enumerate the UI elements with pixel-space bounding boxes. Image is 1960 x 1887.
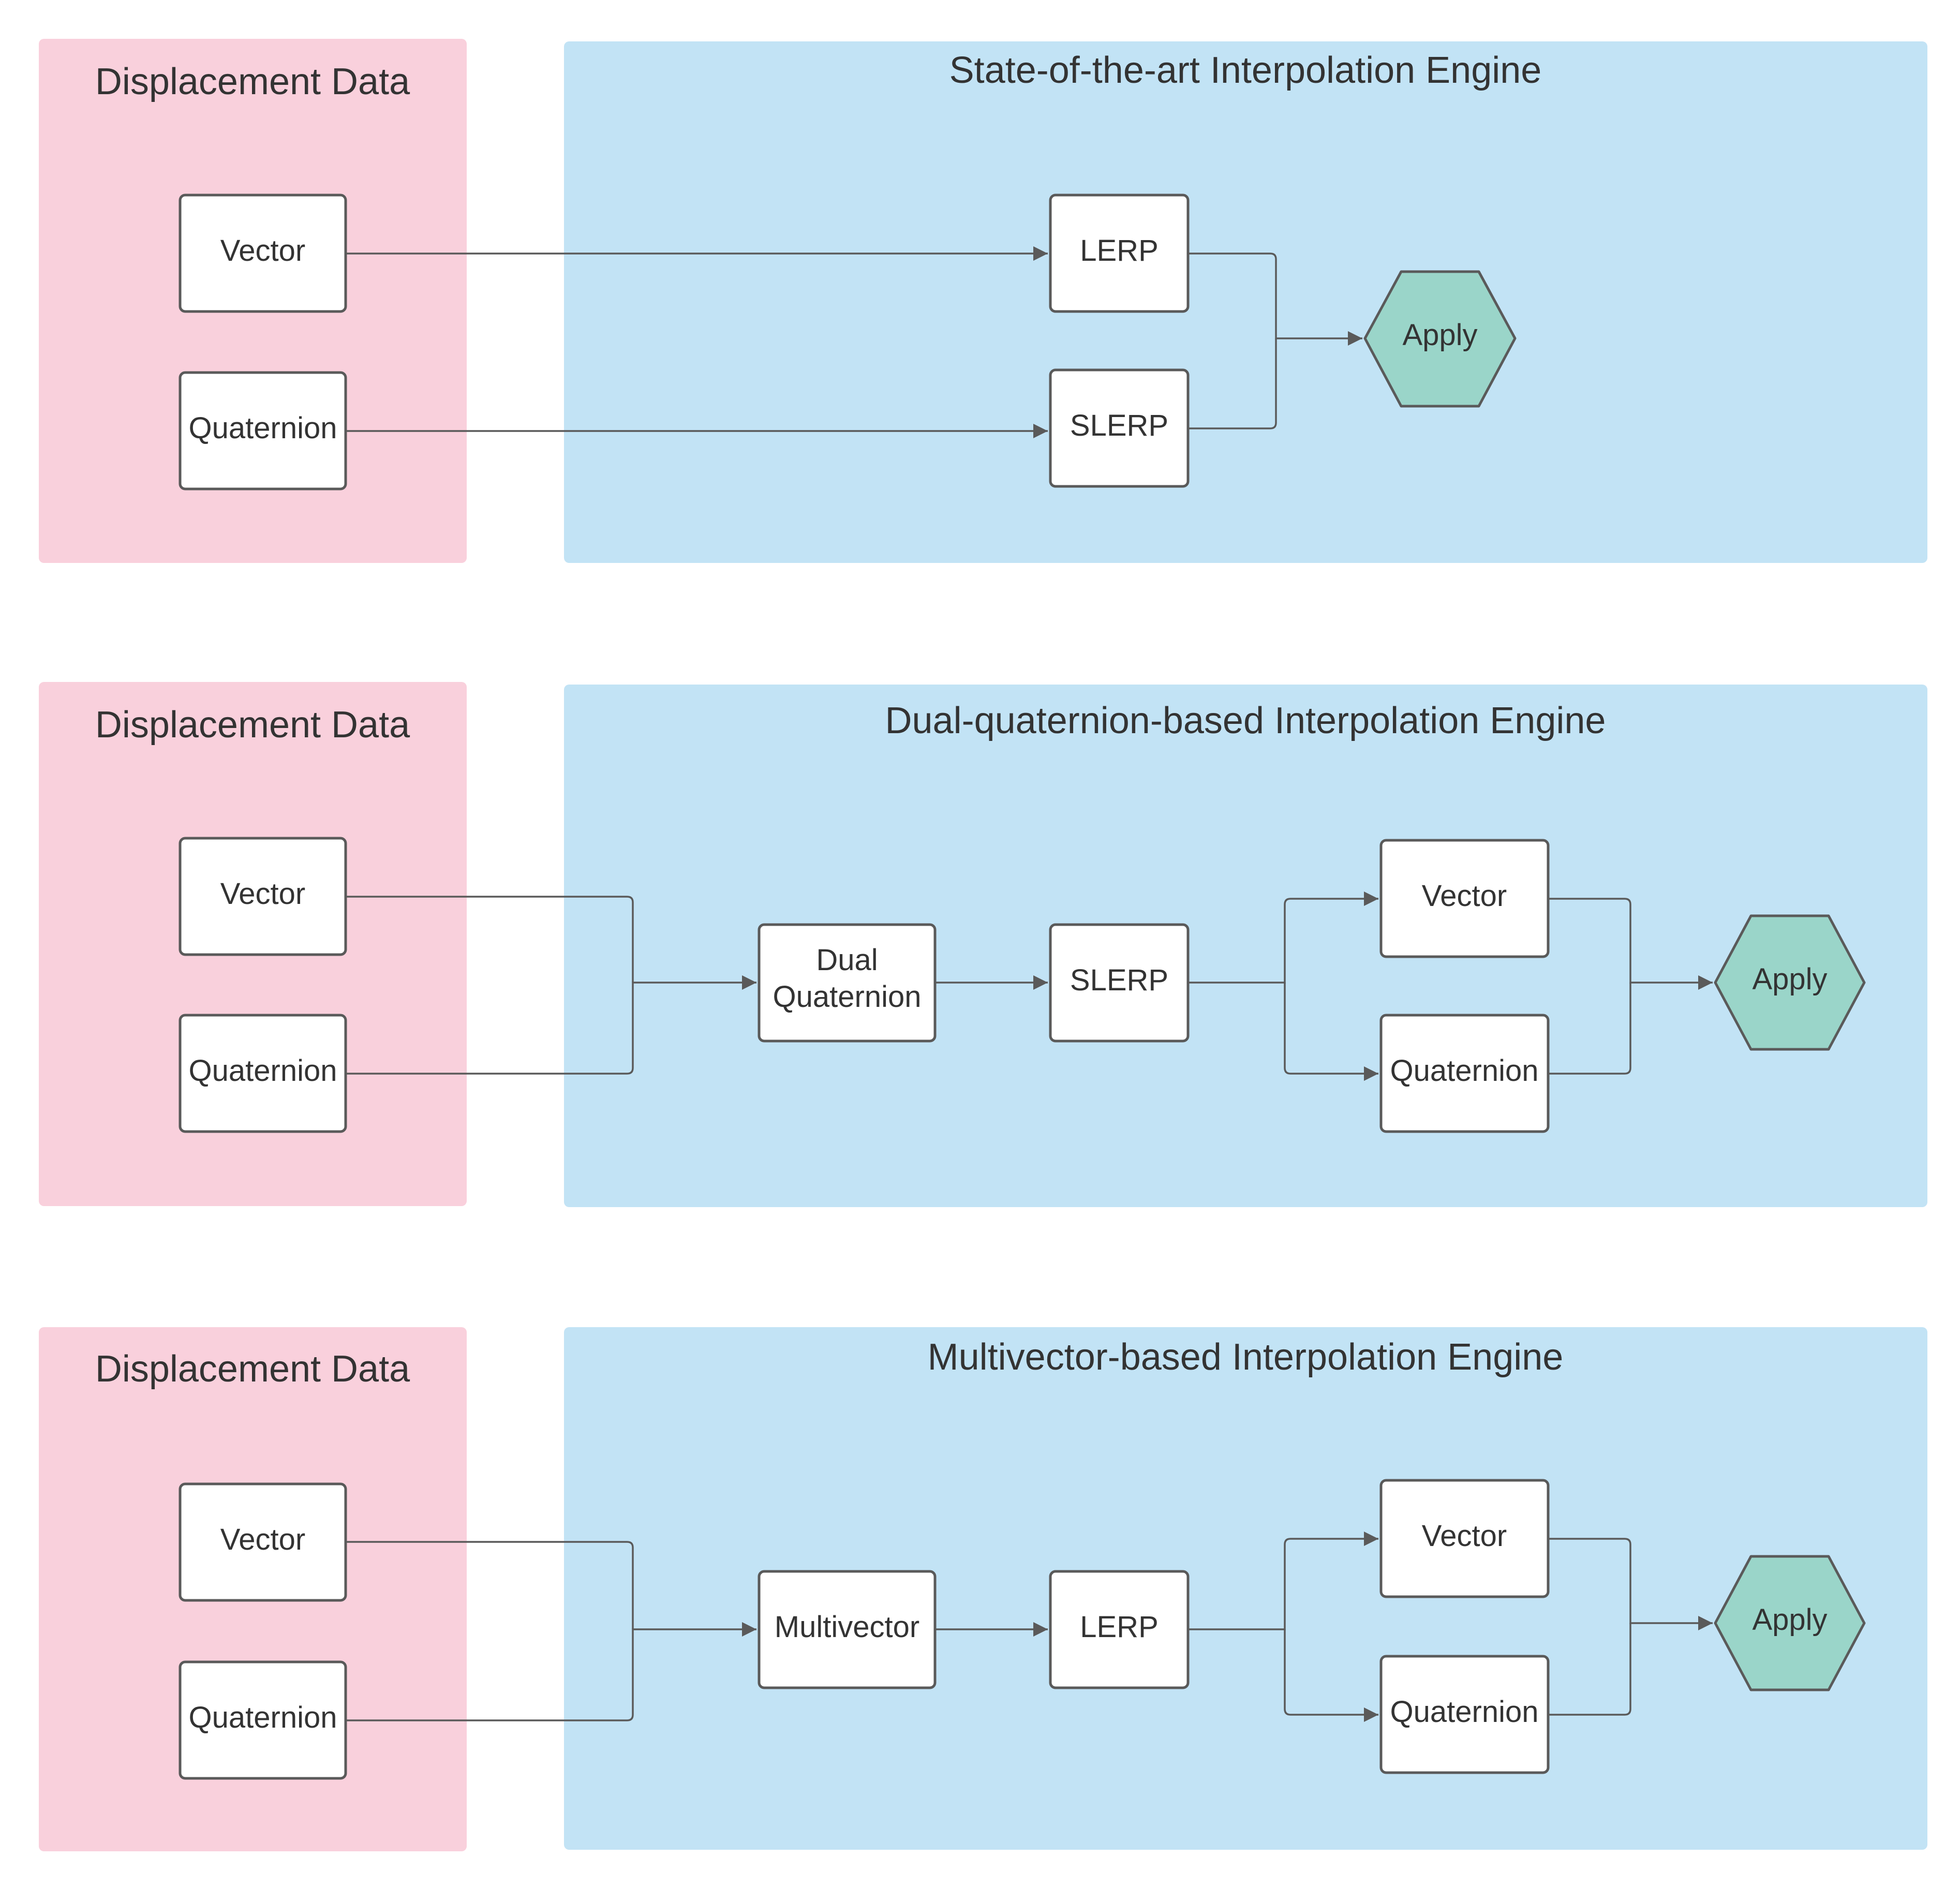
output-quaternion-node: Quaternion	[1379, 1655, 1550, 1774]
lerp-node: LERP	[1049, 1570, 1190, 1689]
apply-node: Apply	[1714, 1555, 1866, 1691]
lerp-node-label: LERP	[1080, 1610, 1159, 1644]
engine-panel	[564, 685, 1927, 1207]
quaternion-node-label: Quaternion	[189, 1054, 337, 1088]
engine-panel	[564, 41, 1927, 563]
engine-title: State-of-the-art Interpolation Engine	[949, 50, 1542, 91]
edge-lerp-to-vector	[1188, 1532, 1378, 1630]
edge-quaternion-to-apply	[1548, 1623, 1631, 1716]
edge-quaternion-to-apply	[1548, 983, 1631, 1075]
vector-node: Vector	[179, 194, 347, 313]
output-vector-node-label: Vector	[1422, 1519, 1507, 1553]
vector-node-label: Vector	[220, 877, 305, 911]
quaternion-node-label: Quaternion	[189, 411, 337, 445]
engine-title: Multivector-based Interpolation Engine	[928, 1336, 1564, 1378]
displacement-data-title: Displacement Data	[95, 704, 410, 746]
edge-slerp-to-vector	[1188, 892, 1378, 984]
quaternion-node-label: Quaternion	[189, 1701, 337, 1734]
output-vector-node: Vector	[1379, 839, 1550, 958]
quaternion-node: Quaternion	[179, 1660, 347, 1780]
displacement-data-title: Displacement Data	[95, 61, 410, 102]
apply-node: Apply	[1363, 270, 1517, 408]
engine-title: Dual-quaternion-based Interpolation Engi…	[885, 700, 1606, 741]
edge-slerp-to-apply	[1188, 338, 1277, 429]
multivector-node-label: Multivector	[775, 1610, 919, 1644]
edge-lerp-to-quaternion	[1284, 1629, 1378, 1722]
vector-node: Vector	[179, 1482, 347, 1602]
dual-quaternion-node: Dual Quaternion	[758, 923, 937, 1043]
edge-vector-to-merge	[346, 1541, 634, 1629]
displacement-data-title: Displacement Data	[95, 1348, 410, 1390]
edge-slerp-to-quaternion	[1284, 983, 1378, 1081]
edge-quaternion-to-merge	[346, 1622, 756, 1721]
apply-node-label: Apply	[1752, 962, 1827, 996]
output-quaternion-node: Quaternion	[1379, 1014, 1550, 1133]
apply-node-label: Apply	[1752, 1603, 1827, 1637]
output-quaternion-node-label: Quaternion	[1390, 1054, 1539, 1088]
engine-panel	[564, 1327, 1927, 1850]
slerp-node-label: SLERP	[1070, 409, 1168, 442]
output-vector-node: Vector	[1379, 1479, 1550, 1598]
slerp-node-label: SLERP	[1070, 963, 1168, 997]
row-dual-quaternion: Displacement Data Dual-quaternion-based …	[39, 682, 1927, 1207]
edge-lerp-to-apply	[1188, 252, 1362, 346]
quaternion-node: Quaternion	[179, 371, 347, 491]
vector-node-label: Vector	[220, 234, 305, 268]
edge-vector-to-merge	[346, 896, 634, 983]
edge-vector-to-apply	[1548, 898, 1713, 990]
output-quaternion-node-label: Quaternion	[1390, 1695, 1539, 1729]
vector-node: Vector	[179, 837, 347, 956]
row-multivector: Displacement Data Multivector-based Inte…	[39, 1327, 1927, 1851]
apply-node: Apply	[1714, 914, 1866, 1051]
quaternion-node: Quaternion	[179, 1014, 347, 1133]
slerp-node: SLERP	[1049, 368, 1190, 488]
vector-node-label: Vector	[220, 1523, 305, 1556]
dual-quaternion-node-label-line1: Dual	[816, 943, 878, 977]
edge-quaternion-to-merge	[346, 975, 756, 1075]
multivector-node: Multivector	[758, 1570, 937, 1689]
lerp-node-label: LERP	[1080, 234, 1159, 268]
dual-quaternion-node-label-line2: Quaternion	[773, 980, 922, 1014]
lerp-node: LERP	[1049, 194, 1190, 313]
slerp-node: SLERP	[1049, 923, 1190, 1043]
edge-vector-to-apply	[1548, 1538, 1713, 1630]
output-vector-node-label: Vector	[1422, 879, 1507, 913]
row-state-of-the-art: Displacement Data State-of-the-art Inter…	[39, 39, 1927, 563]
apply-node-label: Apply	[1402, 318, 1477, 352]
